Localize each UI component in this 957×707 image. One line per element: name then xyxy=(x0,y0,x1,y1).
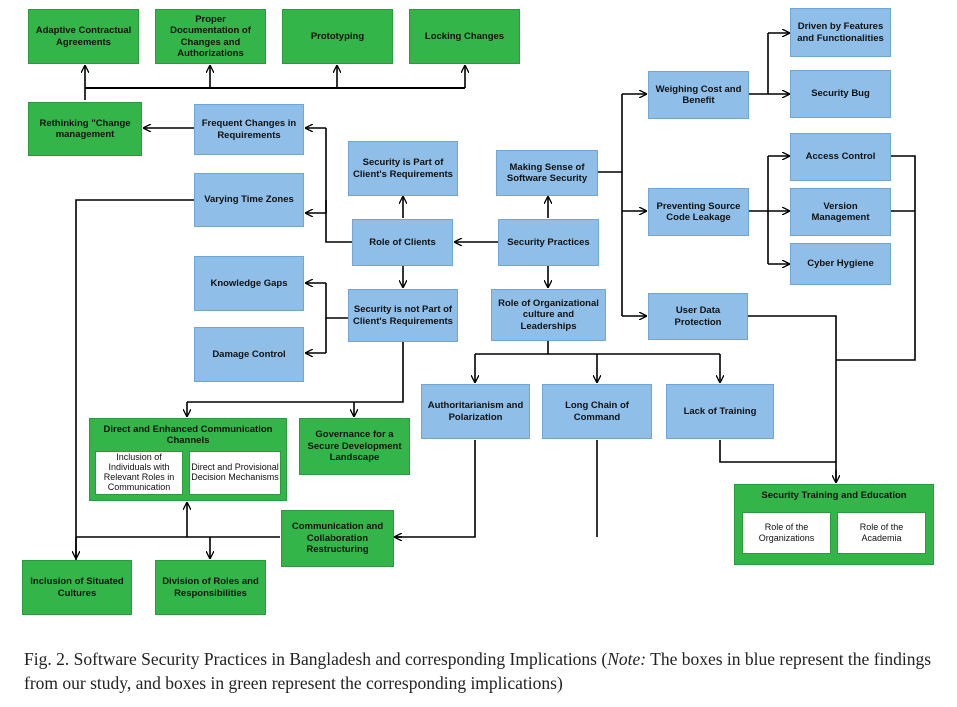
label: Lack of Training xyxy=(683,405,757,417)
box-inclusion-of-individuals: Inclusion of Individuals with Relevant R… xyxy=(95,451,183,495)
caption-note: Note: xyxy=(607,649,647,669)
label: Direct and Provisional Decision Mechanis… xyxy=(191,462,279,482)
label: Varying Time Zones xyxy=(204,194,294,206)
box-rethinking-change-management: Rethinking "Change management xyxy=(28,102,142,156)
label: Role of the Organizations xyxy=(758,522,815,543)
group-title: Direct and Enhanced Communication Channe… xyxy=(103,424,273,447)
label: Inclusion of Situated Cultures xyxy=(30,576,124,599)
label: Weighing Cost and Benefit xyxy=(655,83,742,106)
box-user-data-protection: User Data Protection xyxy=(648,293,748,340)
box-role-of-academia: Role of the Academia xyxy=(837,512,926,554)
box-communication-restructuring: Communication and Collaboration Restruct… xyxy=(281,510,394,567)
figure-caption: Fig. 2. Software Security Practices in B… xyxy=(24,648,944,695)
label: Adaptive Contractual Agreements xyxy=(35,25,132,48)
label: Cyber Hygiene xyxy=(807,258,874,270)
label: Security Practices xyxy=(507,236,590,248)
box-inclusion-of-situated-cultures: Inclusion of Situated Cultures xyxy=(22,560,132,615)
label: Prototyping xyxy=(310,30,365,42)
box-security-bug: Security Bug xyxy=(790,70,891,118)
box-weighing-cost-benefit: Weighing Cost and Benefit xyxy=(648,71,749,119)
label: Security Bug xyxy=(811,88,870,100)
box-locking-changes: Locking Changes xyxy=(409,9,520,64)
box-role-of-clients: Role of Clients xyxy=(352,219,453,266)
label: Locking Changes xyxy=(424,30,505,42)
label: Knowledge Gaps xyxy=(210,277,288,289)
box-version-management: Version Management xyxy=(790,188,891,236)
label: Damage Control xyxy=(212,348,286,360)
label: Inclusion of Individuals with Relevant R… xyxy=(103,452,175,492)
label: Role of Clients xyxy=(369,236,436,248)
label: User Data Protection xyxy=(674,305,722,328)
label: Long Chain of Command xyxy=(565,400,629,423)
label: Frequent Changes in Requirements xyxy=(201,118,297,141)
box-access-control: Access Control xyxy=(790,133,891,181)
box-role-of-organizations: Role of the Organizations xyxy=(742,512,831,554)
box-security-not-part-of-requirements: Security is not Part of Client's Require… xyxy=(348,289,458,342)
box-direct-provisional-decision: Direct and Provisional Decision Mechanis… xyxy=(189,451,281,495)
label: Proper Documentation of Changes and Auth… xyxy=(170,13,251,59)
box-varying-time-zones: Varying Time Zones xyxy=(194,173,304,227)
box-security-part-of-requirements: Security is Part of Client's Requirement… xyxy=(348,141,458,196)
box-adaptive-contractual-agreements: Adaptive Contractual Agreements xyxy=(28,9,139,64)
label: Security is not Part of Client's Require… xyxy=(353,304,453,327)
label: Access Control xyxy=(805,151,876,163)
box-role-of-organizational-culture: Role of Organizational culture and Leade… xyxy=(491,289,606,341)
box-frequent-changes: Frequent Changes in Requirements xyxy=(194,104,304,155)
box-preventing-source-code-leakage: Preventing Source Code Leakage xyxy=(648,188,749,236)
label: Governance for a Secure Development Land… xyxy=(307,429,402,464)
box-security-practices: Security Practices xyxy=(498,219,599,266)
box-long-chain-of-command: Long Chain of Command xyxy=(542,384,652,439)
box-governance-secure-development: Governance for a Secure Development Land… xyxy=(299,418,410,475)
box-direct-communication-channels: Direct and Enhanced Communication Channe… xyxy=(89,418,287,501)
label: Making Sense of Software Security xyxy=(506,161,588,184)
label: Version Management xyxy=(811,200,870,223)
box-security-training-education: Security Training and Education Role of … xyxy=(734,484,934,565)
label: Role of the Academia xyxy=(859,522,904,543)
label: Communication and Collaboration Restruct… xyxy=(291,521,384,556)
box-knowledge-gaps: Knowledge Gaps xyxy=(194,256,304,311)
label: Role of Organizational culture and Leade… xyxy=(498,297,599,332)
box-lack-of-training: Lack of Training xyxy=(666,384,774,439)
box-cyber-hygiene: Cyber Hygiene xyxy=(790,243,891,285)
label: Division of Roles and Responsibilities xyxy=(162,576,259,599)
label: Driven by Features and Functionalities xyxy=(797,21,884,44)
label: Authoritarianism and Polarization xyxy=(427,400,524,423)
group-title: Security Training and Education xyxy=(761,490,907,501)
connector-lines xyxy=(0,0,916,560)
box-prototyping: Prototyping xyxy=(282,9,393,64)
label: Security is Part of Client's Requirement… xyxy=(353,157,453,180)
caption-suffix: The boxes in blue represent the findings… xyxy=(24,649,932,693)
caption-prefix: Fig. 2. Software Security Practices in B… xyxy=(24,649,608,669)
label: Rethinking "Change management xyxy=(39,117,131,140)
box-proper-documentation: Proper Documentation of Changes and Auth… xyxy=(155,9,266,64)
box-division-of-roles: Division of Roles and Responsibilities xyxy=(155,560,266,615)
box-making-sense-of-security: Making Sense of Software Security xyxy=(496,150,598,196)
box-driven-by-features: Driven by Features and Functionalities xyxy=(790,8,891,57)
box-authoritarianism: Authoritarianism and Polarization xyxy=(421,384,530,439)
box-damage-control: Damage Control xyxy=(194,327,304,382)
label: Preventing Source Code Leakage xyxy=(656,200,741,223)
